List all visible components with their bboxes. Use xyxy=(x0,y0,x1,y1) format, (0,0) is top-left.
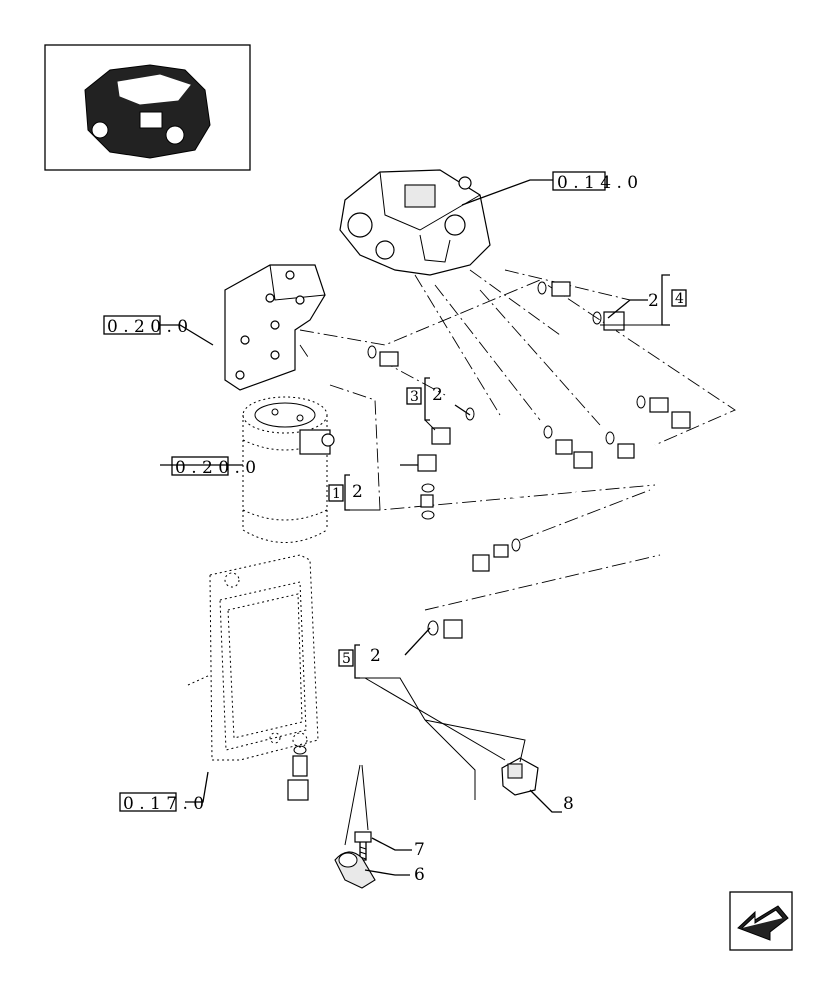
kit-3-box: 3 xyxy=(410,389,419,405)
ref-pump-text: 0 . 1 4 . 0 xyxy=(557,173,638,193)
clamp-6 xyxy=(334,851,376,889)
callout-8: 8 xyxy=(563,794,574,814)
pipe-3 xyxy=(431,427,593,502)
kit-4-callout[interactable]: 2 4 xyxy=(648,289,687,311)
ref-filter-text: 0 . 2 0 . 0 xyxy=(175,458,256,478)
kit-3-item: 2 xyxy=(432,385,443,405)
kit-1-box: 1 xyxy=(332,486,341,502)
ref-bracket[interactable]: 0 . 2 0 . 0 xyxy=(103,315,188,337)
arrow-back-icon[interactable] xyxy=(729,891,793,951)
mounting-bracket xyxy=(224,264,326,391)
radiator-frame xyxy=(187,554,319,761)
ref-radiator[interactable]: 0 . 1 7 . 0 xyxy=(119,792,204,814)
assembly-guide-lines xyxy=(299,269,736,611)
kit-3-callout[interactable]: 3 2 xyxy=(406,385,443,405)
injection-pump xyxy=(339,169,491,276)
callout-6: 6 xyxy=(414,865,425,885)
ref-radiator-text: 0 . 1 7 . 0 xyxy=(123,794,204,814)
pipe-5 xyxy=(287,619,463,801)
leader-lines xyxy=(160,179,670,876)
connector-8 xyxy=(501,757,539,796)
kit-5-box: 5 xyxy=(342,651,351,667)
kit-5-callout[interactable]: 5 2 xyxy=(338,646,381,667)
callout-7: 7 xyxy=(414,840,425,860)
fuel-filter xyxy=(242,396,335,543)
kit-4-box: 4 xyxy=(675,291,684,307)
kit-1-callout[interactable]: 1 2 xyxy=(328,482,363,502)
kit-1-item: 2 xyxy=(352,482,363,502)
fittings-pump xyxy=(367,281,669,459)
ref-bracket-text: 0 . 2 0 . 0 xyxy=(107,317,188,337)
kit-4-item: 2 xyxy=(648,291,659,311)
pipe-1 xyxy=(417,454,521,572)
kit-5-item: 2 xyxy=(370,646,381,666)
engine-thumbnail xyxy=(44,44,251,171)
ref-filter[interactable]: 0 . 2 0 . 0 xyxy=(171,456,256,478)
ref-pump[interactable]: 0 . 1 4 . 0 xyxy=(552,171,638,193)
